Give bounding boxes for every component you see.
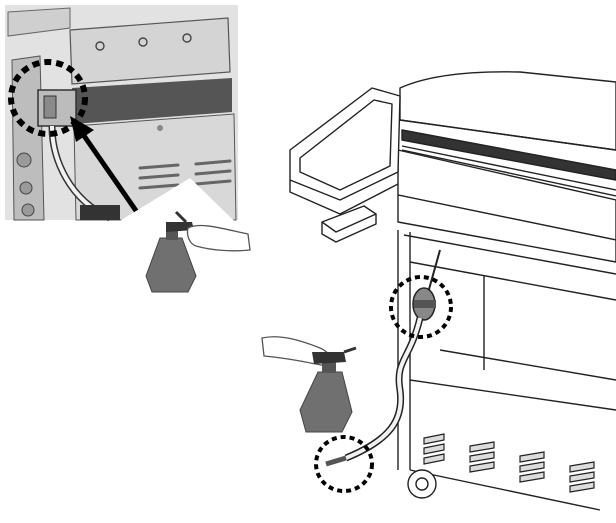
spray-bottle-icon	[299, 346, 357, 433]
firebox-front	[397, 149, 616, 241]
side-shelf	[289, 87, 401, 201]
spray-bottle-icon	[145, 210, 197, 293]
inset-bolt-2	[19, 181, 33, 195]
cart-vents	[423, 433, 595, 493]
inset-lid-edge	[7, 7, 71, 37]
lid-line-2	[401, 149, 616, 197]
side-shelf-inner	[299, 99, 393, 191]
inset-back-panel	[69, 17, 231, 85]
inset-dark-block	[80, 205, 120, 220]
inset-vents	[138, 159, 232, 190]
cart-wheel	[407, 469, 437, 499]
screw-2	[138, 37, 148, 47]
vent-group-2	[469, 441, 495, 473]
inset-dark-band	[72, 78, 232, 124]
cart-door-top	[409, 379, 616, 411]
vent-group-3	[519, 451, 545, 483]
side-shelf-lip	[289, 180, 399, 215]
gas-hose-assembly	[325, 249, 441, 467]
inset-bolt-3	[21, 203, 35, 217]
screw-1	[95, 41, 105, 51]
cart-bottom-rail	[409, 469, 601, 511]
cart-wheel-hub	[415, 477, 429, 491]
lid-dark-band	[401, 129, 616, 181]
inset-closeup-panel	[5, 5, 238, 222]
hose-end-callout-icon	[314, 435, 374, 493]
side-handle-depth	[321, 214, 377, 243]
cart-top-rail	[409, 261, 616, 301]
main-view-panel	[289, 71, 616, 511]
vent-group-4	[569, 461, 595, 493]
regulator-callout-icon	[389, 275, 453, 339]
inset-knob-dot	[157, 125, 163, 131]
control-panel-lower	[403, 234, 616, 275]
regulator-nut	[414, 300, 436, 308]
control-panel	[397, 194, 616, 263]
spray-bottle-group-1	[118, 178, 260, 316]
spray-bottle-group-2	[261, 336, 357, 433]
inset-bolt-1	[16, 152, 32, 168]
hose	[345, 317, 422, 460]
cart-middle-rail	[439, 349, 616, 381]
hand-icon	[186, 224, 251, 252]
grill-lid	[399, 71, 616, 151]
inset-side-frame	[11, 55, 45, 221]
inset-valve-nut	[43, 95, 57, 119]
dashed-circle-callout-icon	[8, 59, 88, 137]
lid-line-1	[401, 145, 616, 191]
screw-3	[182, 33, 192, 43]
vent-group-1	[423, 433, 445, 465]
hose-fitting	[325, 455, 347, 467]
lid-edge	[399, 119, 616, 151]
